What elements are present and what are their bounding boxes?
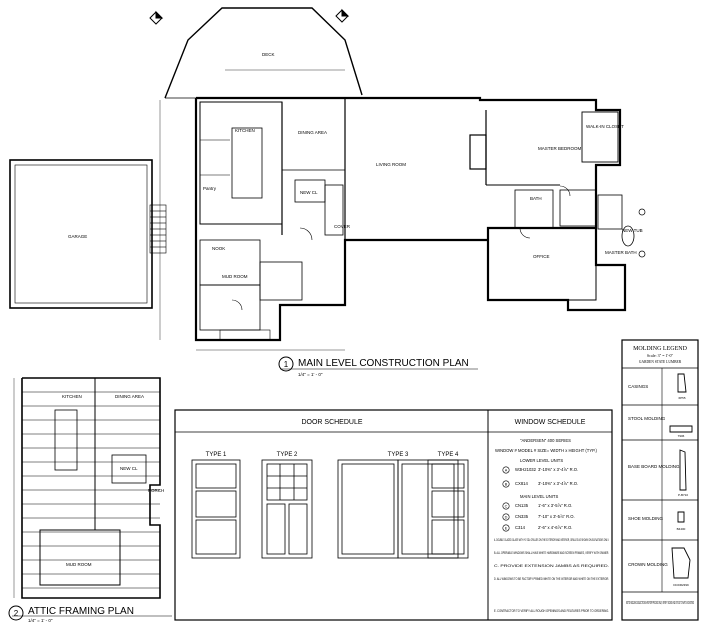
svg-text:C314: C314	[515, 525, 526, 530]
window-note: C. PROVIDE EXTENSION JAMBS AS REQUIRED.	[494, 564, 609, 568]
room-pantry: Pantry	[203, 186, 217, 191]
room-mud-room: MUD ROOM	[222, 274, 248, 279]
room-master-bedroom: MASTER BEDROOM	[538, 146, 582, 151]
attic-framing-plan	[13, 377, 161, 599]
door-type-4	[427, 459, 469, 559]
stair	[149, 204, 167, 254]
svg-text:DCDR2399: DCDR2399	[673, 583, 689, 587]
svg-text:CN335: CN335	[515, 514, 529, 519]
attic-room-mud-room: MUD ROOM	[66, 562, 92, 567]
room-office: OFFICE	[533, 254, 550, 259]
window-row: B CX814 3'-10⅜" x 3'-4⅞" R.O.	[502, 480, 578, 488]
door-type-2	[261, 459, 313, 559]
main-level-plan	[9, 7, 646, 351]
svg-text:P-B710: P-B710	[678, 493, 688, 497]
attic-room-kitchen: KITCHEN	[62, 394, 82, 399]
main-plan-number: 1	[284, 360, 289, 369]
window-row: E C314 2'-6" x 4'-6⅞" R.O.	[502, 524, 572, 532]
window-note: B. ALL OPERABLE WINDOWS SHALL HAVE WHITE…	[494, 551, 609, 555]
door-type-1-label: TYPE 1	[206, 452, 227, 458]
deck-outline	[164, 7, 363, 99]
molding-note: NOTE: MOLDING SELECTIONS ARE FOR PRICING…	[626, 600, 694, 605]
window-row: C CN135 1'-6" x 3'-5⅞" R.O.	[502, 502, 572, 510]
svg-text:3'-10⅜" x 3'-4⅞" R.O.: 3'-10⅜" x 3'-4⅞" R.O.	[538, 467, 578, 472]
attic-room-dining: DINING AREA	[115, 394, 144, 399]
molding-legend-title: MOLDING LEGEND	[633, 346, 687, 352]
molding-legend-supplier: GARDEN STATE LUMBER	[639, 360, 682, 364]
window-header: WINDOW # MODEL # SIZE= WIDTH x HEIGHT (T…	[495, 448, 598, 453]
room-deck: DECK	[262, 52, 275, 57]
room-dining: DINING AREA	[298, 130, 327, 135]
door-type-4-label: TYPE 4	[438, 452, 459, 458]
attic-plan-title: ATTIC FRAMING PLAN	[28, 606, 134, 617]
window-note: A. DOUBLE GLAZED GLASS WITH ⅝" SDL GRILL…	[494, 538, 609, 542]
window-main-label: MAIN LEVEL UNITS	[520, 494, 558, 499]
window-schedule-title: WINDOW SCHEDULE	[515, 419, 586, 426]
door-type-2-label: TYPE 2	[277, 452, 298, 458]
svg-text:6P55: 6P55	[678, 396, 685, 400]
molding-legend	[621, 339, 699, 621]
svg-text:B4400: B4400	[677, 527, 686, 531]
door-schedule	[191, 459, 469, 559]
window-row: A W3H21032 3'-10⅜" x 3'-4⅞" R.O.	[502, 466, 578, 474]
door-type-1	[191, 459, 241, 559]
svg-text:A: A	[505, 469, 508, 473]
room-bath: BATH	[530, 196, 542, 201]
svg-text:CX814: CX814	[515, 481, 528, 486]
attic-room-new-cl: NEW CL	[120, 466, 138, 471]
room-nook: NOOK	[212, 246, 225, 251]
window-lower-label: LOWER LEVEL UNITS	[520, 458, 563, 463]
room-master-bath: MASTER BATH	[605, 250, 637, 255]
window-rows: A W3H21032 3'-10⅜" x 3'-4⅞" R.O. B CX814…	[502, 466, 578, 532]
attic-plan-scale: 1/4" = 1' - 0"	[28, 618, 53, 623]
room-living: LIVING ROOM	[376, 162, 406, 167]
svg-text:D: D	[505, 516, 508, 520]
svg-text:7'-10" x 3'-5⅞" R.O.: 7'-10" x 3'-5⅞" R.O.	[538, 514, 575, 519]
svg-text:E: E	[505, 527, 508, 531]
schedules-frame	[174, 409, 613, 621]
room-new-tub: NEW TUB	[622, 228, 643, 233]
window-note: E. CONTRACTOR TO VERIFY ALL ROUGH OPENIN…	[494, 609, 609, 613]
molding-stool: STOOL MOLDING	[628, 416, 666, 421]
main-plan-title: MAIN LEVEL CONSTRUCTION PLAN	[298, 358, 469, 369]
svg-text:CN135: CN135	[515, 503, 529, 508]
room-new-cl: NEW CL	[300, 190, 318, 195]
room-walk-in-closet: WALK-IN CLOSET	[586, 124, 624, 129]
north-arrow-icon	[149, 8, 350, 25]
molding-casings: CASINGS	[628, 384, 648, 389]
door-type-3	[337, 459, 459, 559]
attic-plan-number: 2	[14, 609, 19, 618]
door-type-3-label: TYPE 3	[388, 452, 409, 458]
molding-shoe: SHOE MOLDING	[628, 516, 664, 521]
room-cover: COVER	[334, 224, 351, 229]
molding-legend-scale: Scale: 3" = 1'-0"	[647, 353, 674, 358]
molding-base-board: BASE BOARD MOLDING	[628, 464, 680, 469]
attic-plan-title-block: 2 ATTIC FRAMING PLAN 1/4" = 1' - 0"	[8, 605, 172, 623]
svg-text:2'-6" x 4'-6⅞" R.O.: 2'-6" x 4'-6⅞" R.O.	[538, 525, 572, 530]
door-schedule-title: DOOR SCHEDULE	[301, 419, 362, 426]
attic-room-porch: PORCH	[148, 488, 164, 493]
window-row: D CN335 7'-10" x 3'-5⅞" R.O.	[502, 513, 575, 521]
main-plan-title-block: 1 MAIN LEVEL CONSTRUCTION PLAN 1/4" = 1'…	[278, 356, 478, 377]
molding-crown: CROWN MOLDING	[628, 562, 668, 567]
window-series: "ANDERSEN" 400 SERIES	[520, 438, 571, 443]
svg-text:C: C	[505, 505, 508, 509]
svg-text:7906: 7906	[678, 434, 685, 438]
svg-text:3'-10⅜" x 3'-4⅞" R.O.: 3'-10⅜" x 3'-4⅞" R.O.	[538, 481, 578, 486]
window-note: D. ALL WINDOWS TO BE FACTORY PRIMED WHIT…	[494, 577, 609, 581]
svg-text:W3H21032: W3H21032	[515, 467, 537, 472]
svg-text:B: B	[505, 483, 508, 487]
svg-text:1'-6" x 3'-5⅞" R.O.: 1'-6" x 3'-5⅞" R.O.	[538, 503, 572, 508]
main-plan-scale: 1/4" = 1' - 0"	[298, 372, 323, 377]
room-kitchen: KITCHEN	[235, 128, 255, 133]
garage-outline	[9, 159, 153, 309]
room-garage: GARAGE	[68, 234, 87, 239]
